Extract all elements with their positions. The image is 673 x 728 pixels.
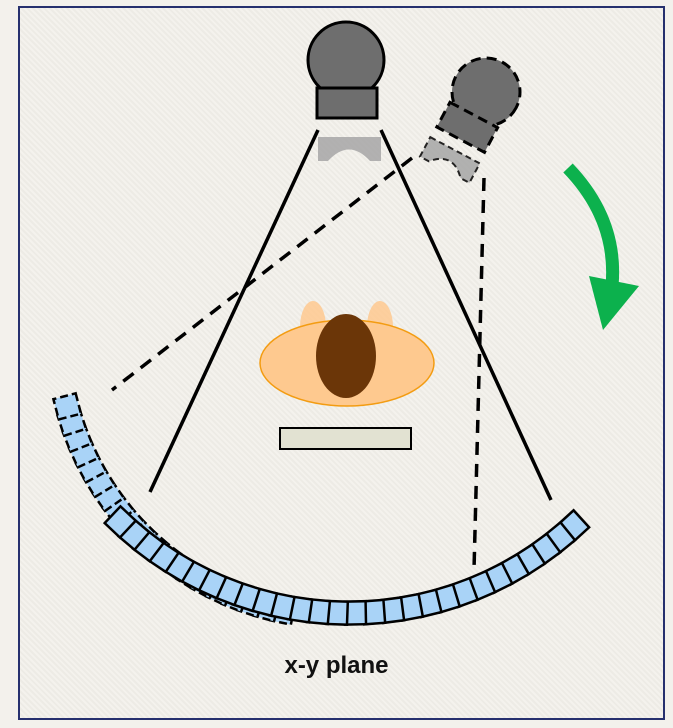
fan-beam-right-edge: [379, 129, 553, 501]
fan-beam-rotated-right-edge: [472, 177, 486, 571]
patient-table: [279, 427, 412, 450]
rotation-arrow-head: [589, 276, 639, 330]
detector-arc-current: [102, 504, 591, 626]
fan-beam-rotated: [110, 156, 486, 571]
patient: [259, 301, 435, 407]
collimator-rotated: [418, 135, 482, 185]
xray-tube-current: [306, 20, 386, 161]
curved-arrow-clockwise-icon: [563, 163, 639, 330]
tube-neck-rotated: [434, 100, 500, 155]
tube-neck: [315, 86, 379, 120]
diagram-caption: x-y plane: [284, 652, 389, 679]
fan-beam-left-edge: [148, 129, 320, 493]
fan-beam-current: [148, 129, 553, 501]
patient-head: [316, 314, 376, 398]
xray-tube-rotated: [418, 56, 522, 185]
detector-rotated-element: [51, 391, 83, 422]
detector-element: [102, 504, 138, 540]
rotation-arrow-shaft: [563, 163, 620, 287]
collimator: [318, 137, 381, 161]
fan-beam-rotated-left-edge: [110, 156, 414, 392]
